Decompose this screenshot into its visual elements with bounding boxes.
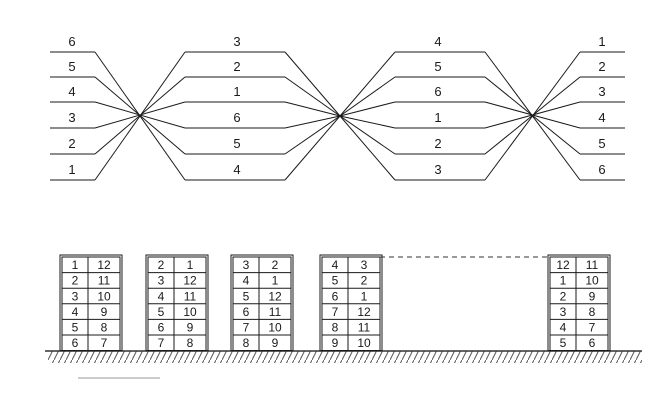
stack-4-cell-1-b: 3 (361, 258, 368, 272)
stack-2-cell-2-b: 12 (183, 274, 197, 288)
wire-label-col3-6: 3 (434, 162, 441, 177)
stack-5-cell-3-a: 2 (560, 289, 567, 303)
stack-1-cell-5-a: 5 (72, 321, 79, 335)
stack-3-cell-5-b: 10 (268, 321, 282, 335)
stack-1-cell-5-b: 8 (101, 321, 108, 335)
wire-label-col4-1: 1 (598, 34, 605, 49)
stack-4-cell-6-b: 10 (357, 336, 371, 350)
stack-3: 3 2 4 1 5 12 6 11 7 10 8 9 (230, 254, 294, 352)
stack-3-cell-5-a: 7 (243, 321, 250, 335)
wire-label-col1-3: 4 (68, 84, 75, 99)
stack-1-cell-6-a: 6 (72, 336, 79, 350)
stack-5-cell-6-b: 6 (589, 336, 596, 350)
stack-3-cell-2-b: 1 (272, 274, 279, 288)
wire-label-col2-3: 1 (233, 84, 240, 99)
wire-label-col1-5: 2 (68, 136, 75, 151)
wire-label-col3-4: 1 (434, 110, 441, 125)
stack-1-cell-4-a: 4 (72, 305, 79, 319)
wire-label-col2-6: 4 (233, 162, 240, 177)
wire-label-col1-4: 3 (68, 110, 75, 125)
stack-4-cell-5-a: 8 (332, 321, 339, 335)
wire-label-col3-5: 2 (434, 136, 441, 151)
stack-2-cell-3-b: 11 (184, 289, 197, 303)
stack-4-cell-2-b: 2 (361, 274, 368, 288)
crossing-wires (50, 51, 625, 181)
wire-label-col4-2: 2 (598, 59, 605, 74)
stack-1-cell-6-b: 7 (101, 336, 108, 350)
stack-3-cell-6-b: 9 (272, 336, 279, 350)
stack-5-cell-4-a: 3 (560, 305, 567, 319)
stack-5-cell-1-a: 12 (556, 258, 570, 272)
stack-1-cell-2-a: 2 (72, 274, 79, 288)
wire-label-col1-2: 5 (68, 59, 75, 74)
stack-1-cell-1-b: 12 (97, 258, 111, 272)
stack-2-cell-2-a: 3 (158, 274, 165, 288)
stack-4-cell-3-b: 1 (361, 289, 368, 303)
stack-2: 2 1 3 12 4 11 5 10 6 9 7 8 (145, 254, 209, 352)
stack-1-cell-4-b: 9 (101, 305, 108, 319)
stack-1-cell-2-b: 11 (98, 274, 111, 288)
stack-3-cell-2-a: 4 (243, 274, 250, 288)
stack-4-cell-4-b: 12 (357, 305, 371, 319)
stack-3-cell-1-b: 2 (272, 258, 279, 272)
stack-2-cell-4-a: 5 (158, 305, 165, 319)
stack-5-cell-2-a: 1 (560, 274, 567, 288)
stack-2-cell-4-b: 10 (183, 305, 197, 319)
stack-3-cell-6-a: 8 (243, 336, 250, 350)
wire-label-col2-1: 3 (233, 34, 240, 49)
stack-4-cell-6-a: 9 (332, 336, 339, 350)
stack-4-cell-3-a: 6 (332, 289, 339, 303)
stack-2-cell-5-a: 6 (158, 321, 165, 335)
stack-3-cell-4-a: 6 (243, 305, 250, 319)
stack-2-cell-6-a: 7 (158, 336, 165, 350)
wire-labels: 6 5 4 3 2 1 3 2 1 6 5 4 4 5 6 1 2 3 1 2 3 4 5 6 (68, 34, 605, 177)
stack-2-cell-5-b: 9 (187, 321, 194, 335)
wire-label-col2-5: 5 (233, 136, 240, 151)
ground-hatch (45, 350, 642, 363)
stack-5-cell-5-b: 7 (589, 321, 596, 335)
stack-5-cell-5-a: 4 (560, 321, 567, 335)
stack-4: 4 3 5 2 6 1 7 12 8 11 9 10 (319, 254, 383, 352)
stack-3-cell-4-b: 11 (269, 305, 282, 319)
stack-2-cell-1-b: 1 (187, 258, 194, 272)
stack-5-cell-6-a: 5 (560, 336, 567, 350)
stack-4-cell-2-a: 5 (332, 274, 339, 288)
wire-label-col3-2: 5 (434, 59, 441, 74)
stack-4-cell-1-a: 4 (332, 258, 339, 272)
stack-5-cell-1-b: 11 (586, 258, 599, 272)
stack-2-cell-6-b: 8 (187, 336, 194, 350)
stack-5-cell-2-b: 10 (585, 274, 599, 288)
stack-5-cell-4-b: 8 (589, 305, 596, 319)
wire-label-col4-3: 3 (598, 84, 605, 99)
wire-label-col2-4: 6 (233, 110, 240, 125)
stack-2-cell-1-a: 2 (158, 258, 165, 272)
wire-label-col4-6: 6 (598, 162, 605, 177)
stack-3-cell-3-a: 5 (243, 289, 250, 303)
stack-1-cell-1-a: 1 (72, 258, 79, 272)
stack-3-cell-1-a: 3 (243, 258, 250, 272)
wire-label-col4-4: 4 (598, 110, 605, 125)
wire-label-col4-5: 5 (598, 136, 605, 151)
stack-1-cell-3-b: 10 (97, 289, 111, 303)
stack-1-cell-3-a: 3 (72, 289, 79, 303)
wire-label-col1-1: 6 (68, 34, 75, 49)
stack-2-cell-3-a: 4 (158, 289, 165, 303)
stack-4-cell-4-a: 7 (332, 305, 339, 319)
stack-5-cell-3-b: 9 (589, 289, 596, 303)
wire-label-col2-2: 2 (233, 59, 240, 74)
stack-4-cell-5-b: 11 (358, 321, 371, 335)
wire-label-col3-1: 4 (434, 34, 441, 49)
wire-label-col1-6: 1 (68, 162, 75, 177)
wire-label-col3-3: 6 (434, 84, 441, 99)
stack-3-cell-3-b: 12 (268, 289, 282, 303)
stack-1: 1 12 2 11 3 10 4 9 5 8 6 7 (59, 254, 123, 352)
